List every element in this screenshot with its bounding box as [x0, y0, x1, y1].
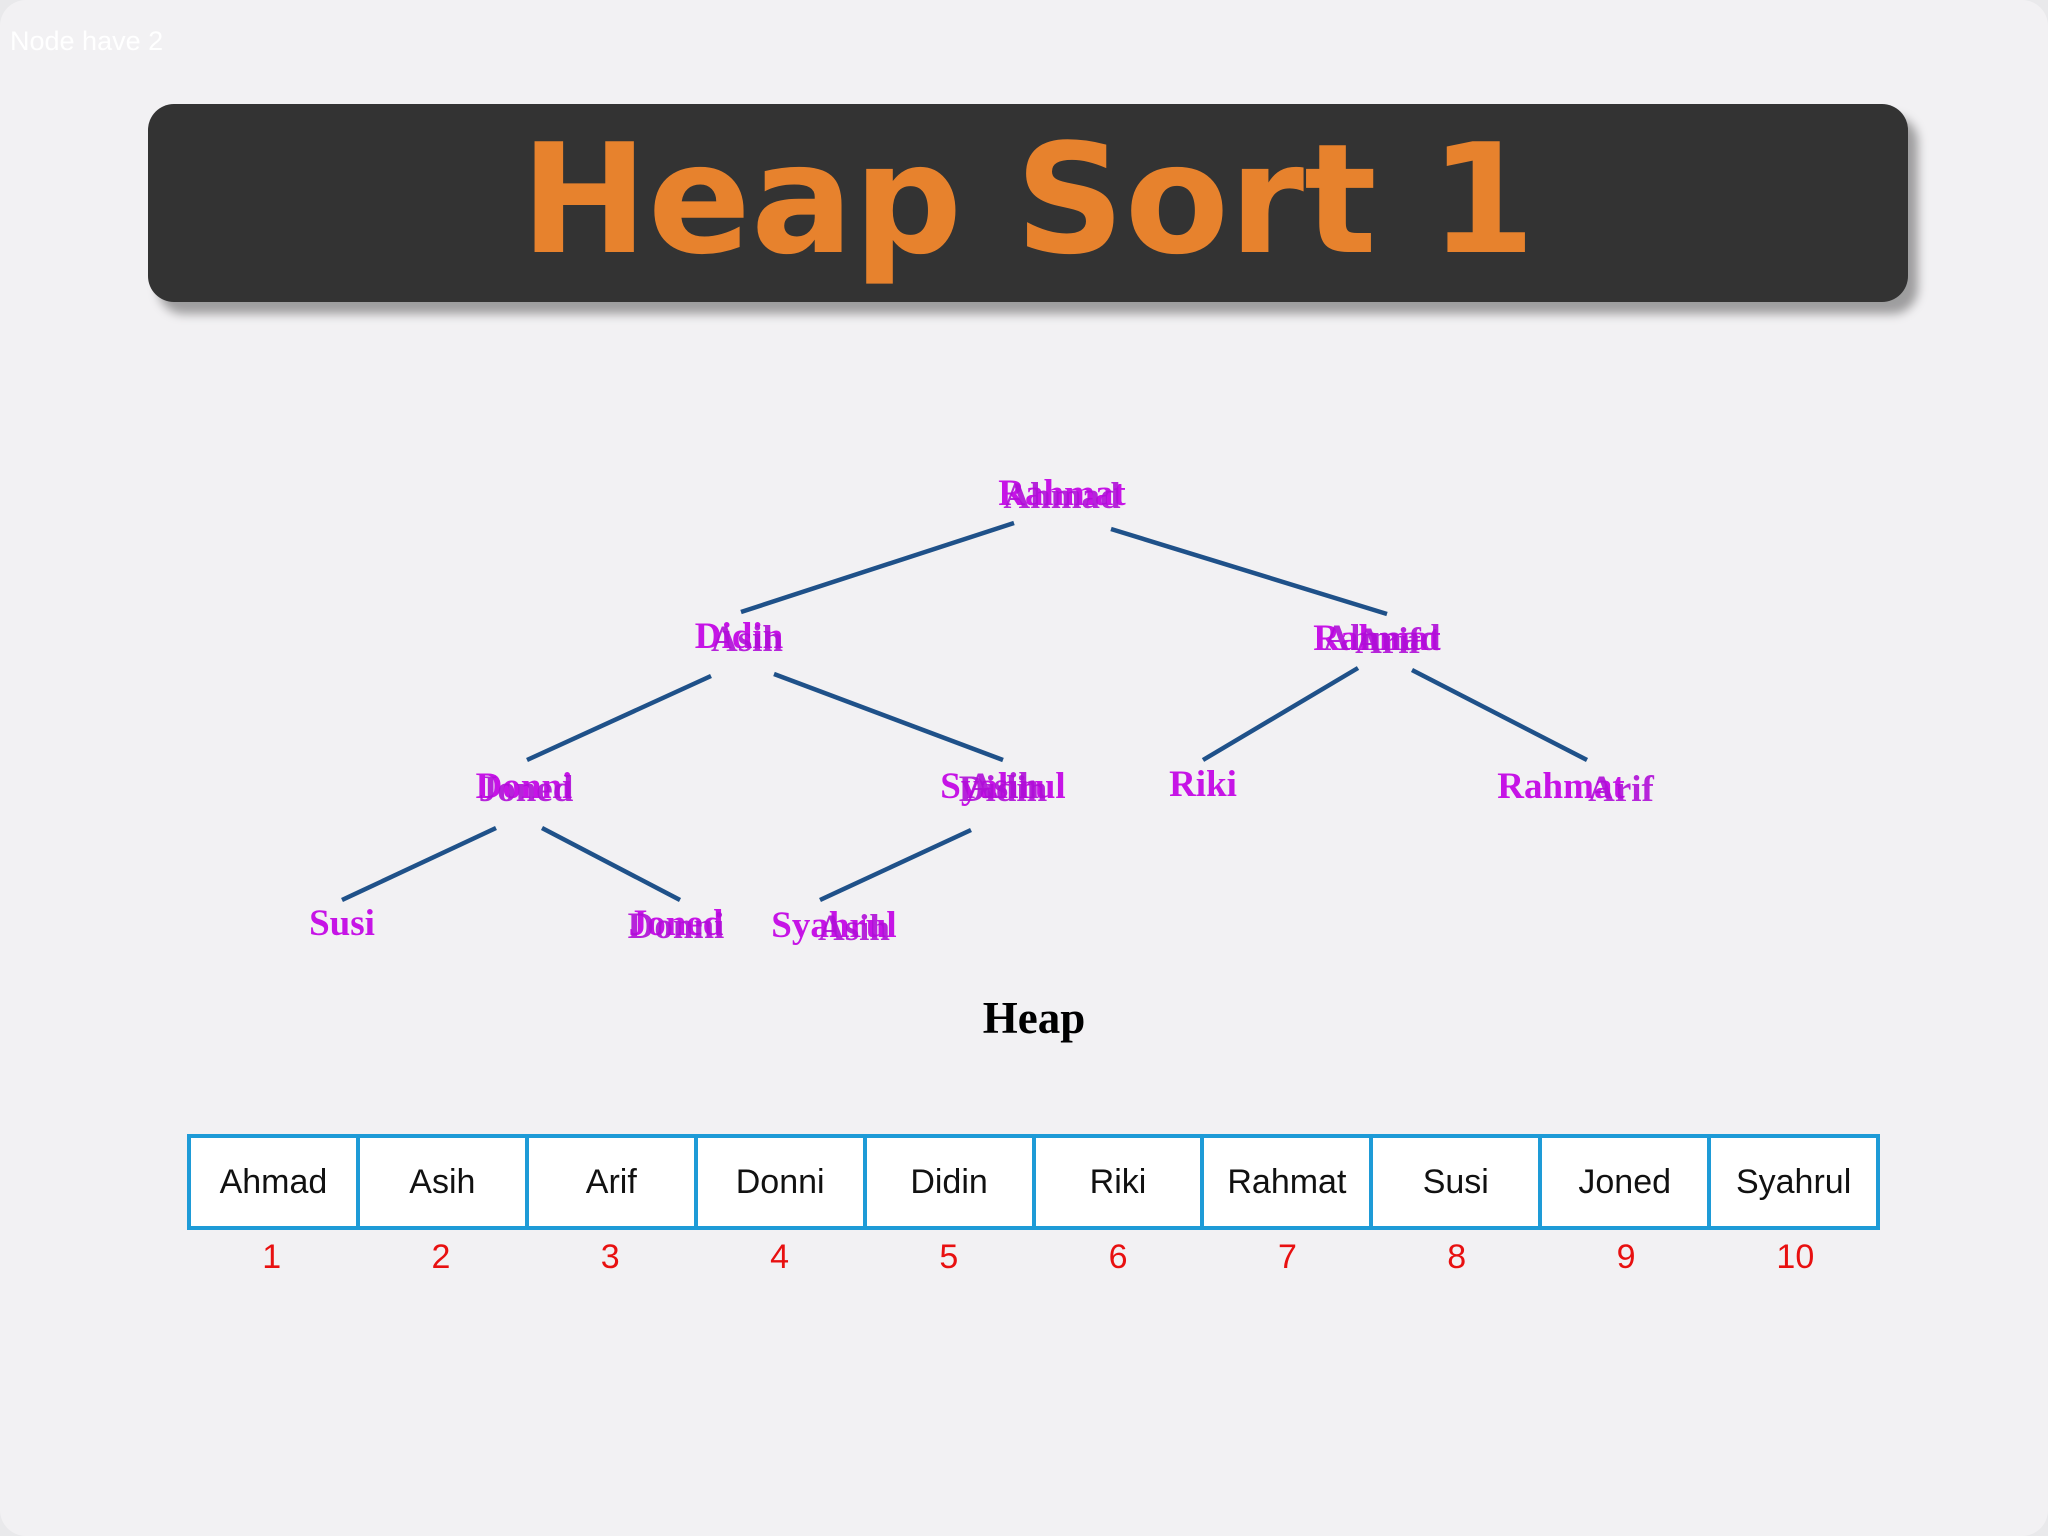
tree-node-label: Asih	[967, 766, 1039, 807]
tree-edge-n3-n7	[1410, 667, 1589, 763]
array-cell: Joned	[1542, 1138, 1712, 1226]
array-index: 6	[1108, 1238, 1128, 1276]
slide-title: Heap Sort 1	[520, 111, 1536, 288]
tree-edge-n2-n5	[773, 671, 1004, 763]
tree-node-label: Donni	[476, 766, 573, 807]
tree-edge-n4-n9	[540, 826, 682, 902]
tree-node-label: Syahrul	[940, 766, 1065, 807]
tree-node-label: Rahmat	[1497, 766, 1625, 807]
tree-edge-n1-n2	[740, 520, 1015, 615]
tree-node-label: Arif	[1355, 621, 1421, 662]
tree-node-label: Susi	[309, 903, 375, 944]
array-cell: Asih	[360, 1138, 529, 1226]
array-index: 10	[1776, 1238, 1815, 1276]
tree-node-label: Arif	[1588, 769, 1654, 810]
array-index: 5	[939, 1238, 959, 1276]
array-cell: Arif	[529, 1138, 698, 1226]
tree-node-label: Joned	[479, 769, 574, 810]
tree-node-label: Didin	[959, 769, 1048, 810]
array-cell: Rahmat	[1204, 1138, 1374, 1226]
array-cell: Riki	[1036, 1138, 1205, 1226]
tree-node-label: Syahrul	[771, 905, 896, 946]
array-cell: Susi	[1373, 1138, 1543, 1226]
tree-node-label: Rahmat	[998, 473, 1126, 514]
tree-node-label: Joned	[629, 903, 724, 944]
slide-corner-label: Node have 2	[10, 26, 164, 56]
tree-edge-n5-n10	[819, 827, 972, 903]
array-index: 8	[1447, 1238, 1467, 1276]
array-cell: Ahmad	[191, 1138, 360, 1226]
array-cell: Donni	[698, 1138, 867, 1226]
array-cell: Syahrul	[1735, 1162, 1852, 1201]
array-index: 4	[770, 1238, 789, 1276]
heap-caption: Heap	[982, 993, 1086, 1043]
heap-array-indices: 1 2 3 4 5 6 7 8 9 10	[187, 1238, 1880, 1288]
tree-node-label: Didin	[695, 616, 784, 657]
tree-node-label: Asih	[711, 619, 783, 660]
tree-node-label: Rahmat	[1313, 618, 1441, 659]
tree-edge-n1-n3	[1110, 526, 1388, 617]
array-index: 2	[431, 1238, 451, 1276]
tree-node-label: Riki	[1169, 764, 1237, 805]
tree-edge-n4-n8	[341, 825, 497, 903]
tree-edge-n2-n4	[526, 673, 712, 763]
array-cell: Didin	[867, 1138, 1036, 1226]
tree-node-label: Asih	[818, 908, 890, 949]
array-index: 3	[600, 1238, 620, 1276]
tree-node-label: Ahmad	[1003, 476, 1121, 517]
tree-node-label: Ahmad	[1323, 618, 1441, 659]
array-index: 7	[1277, 1238, 1297, 1276]
tree-edge-n3-n6	[1201, 666, 1360, 762]
array-index: 9	[1616, 1238, 1636, 1276]
array-index: 1	[262, 1238, 282, 1276]
title-banner: Heap Sort 1	[148, 104, 1908, 302]
tree-edges	[341, 520, 1589, 903]
tree-node-label: Donni	[628, 906, 725, 947]
